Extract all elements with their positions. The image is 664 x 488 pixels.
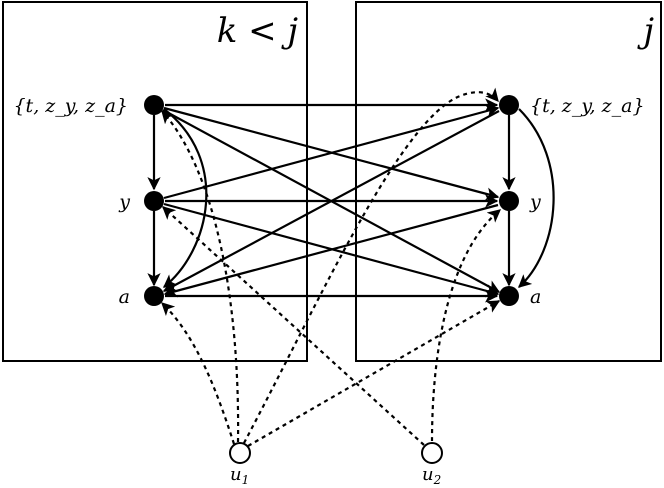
label-left-a: a: [119, 286, 130, 308]
edge-u1-to-left-top: [161, 110, 240, 443]
plate-right: [355, 1, 662, 362]
node-left-a: [144, 286, 164, 306]
edge-u1-to-left-a: [161, 302, 236, 445]
edge-u1-to-right-top: [243, 87, 499, 444]
label-u1: u1: [230, 464, 249, 487]
node-left-y: [144, 191, 164, 211]
edge-left-y-to-right-top: [163, 104, 500, 200]
edge-u2-to-left-y: [162, 206, 425, 446]
node-right-a: [499, 286, 519, 306]
edge-u1-to-right-a: [247, 300, 501, 447]
plate-left-title: k < j: [217, 11, 299, 51]
label-left-y: y: [118, 191, 130, 213]
label-right-top: {t, z_y, z_a}: [530, 95, 645, 117]
label-right-a: a: [530, 286, 541, 308]
edge-u2-to-right-y: [430, 209, 502, 442]
edge-right-top-to-right-a-curved: [518, 108, 555, 288]
edge-right-y-to-left-a: [163, 203, 499, 298]
node-right-top: [499, 95, 519, 115]
edge-right-top-to-left-a: [162, 110, 500, 292]
node-left-top: [144, 95, 164, 115]
edge-left-top-to-left-a-curved: [162, 108, 208, 288]
plate-left: [2, 1, 308, 362]
node-u2: [421, 442, 443, 464]
node-u1: [229, 442, 251, 464]
label-left-top: {t, z_y, z_a}: [13, 95, 128, 117]
label-u2: u2: [422, 464, 441, 487]
node-right-y: [499, 191, 519, 211]
plate-right-title: j: [636, 11, 654, 51]
label-right-y: y: [529, 191, 541, 213]
